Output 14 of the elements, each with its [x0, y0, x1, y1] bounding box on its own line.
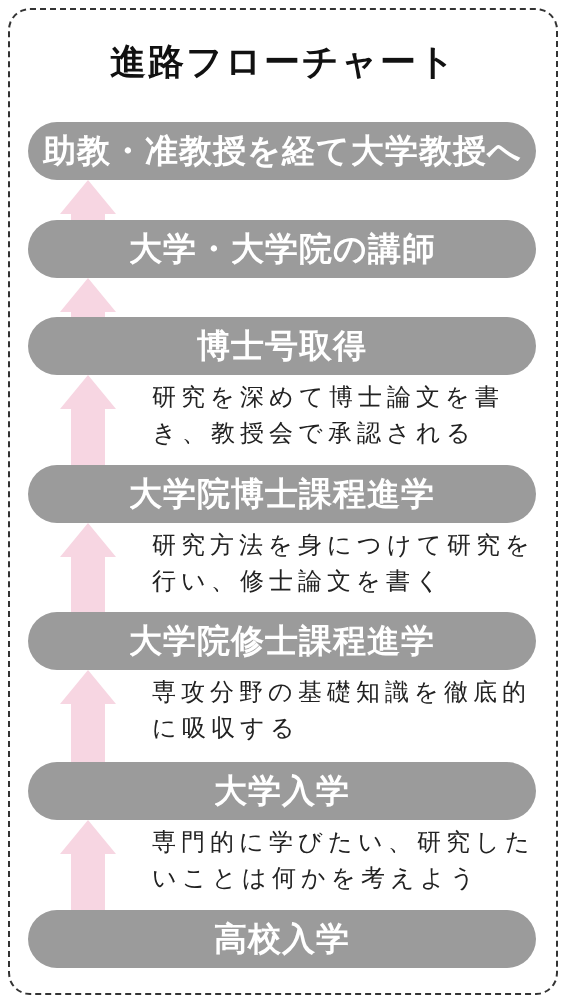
stage-pill: 大学院修士課程進学 — [28, 612, 536, 670]
arrow — [60, 375, 116, 465]
arrow — [60, 523, 116, 612]
stage-pill: 大学院博士課程進学 — [28, 465, 536, 523]
stage-pill: 高校入学 — [28, 910, 536, 968]
arrow — [60, 180, 116, 220]
stage-pill: 博士号取得 — [28, 317, 536, 375]
arrow — [60, 820, 116, 910]
stage-pill: 助教・准教授を経て大学教授へ — [28, 122, 536, 180]
stage-pill: 大学入学 — [28, 762, 536, 820]
title: 進路フローチャート — [108, 40, 458, 84]
arrow — [60, 278, 116, 317]
arrow — [60, 670, 116, 762]
stage-pill: 大学・大学院の講師 — [28, 220, 536, 278]
